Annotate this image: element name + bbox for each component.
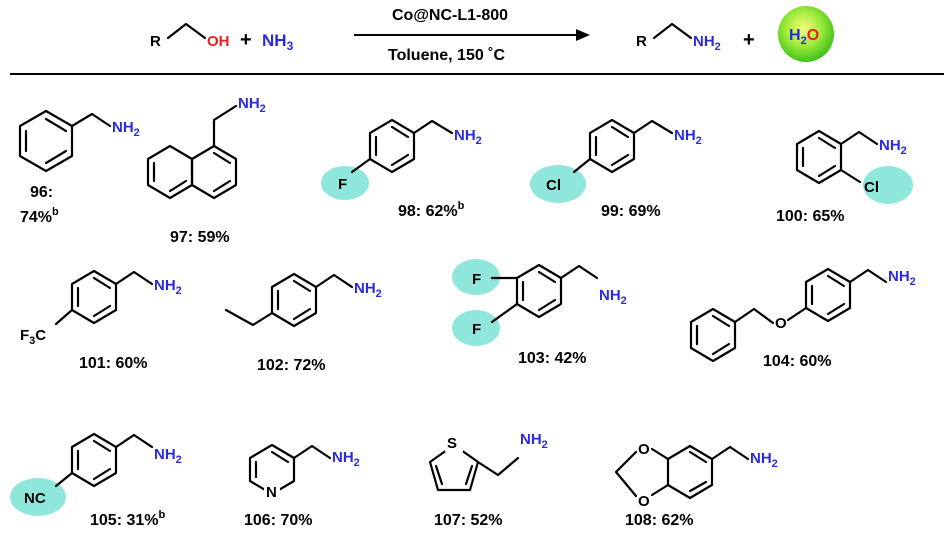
substituent-highlight (863, 166, 913, 204)
compound-96: NH2 96: 74%b (18, 109, 140, 226)
substituent-highlight-1 (452, 259, 500, 295)
benzyl-chain (733, 307, 775, 325)
compound-id-107: 107: 52% (434, 512, 503, 529)
amine-label: NH2 (599, 287, 627, 307)
fluorine-label-1: F (472, 271, 481, 288)
product-r-label: R (636, 33, 647, 50)
compound-id-108: 108: 62% (625, 512, 694, 529)
oxygen-label: O (775, 315, 787, 332)
product-chain (652, 22, 693, 40)
conditions-label: Toluene, 150 ˚C (388, 47, 506, 64)
product-nh2-label: NH2 (693, 33, 721, 53)
benzene-ring (18, 109, 74, 173)
substituent-highlight (530, 165, 586, 203)
dioxole-oxygen-label-2: O (638, 493, 650, 510)
reactant-r-label: R (150, 33, 161, 50)
substituent-highlight (10, 478, 66, 516)
catalyst-label: Co@NC-L1-800 (392, 7, 508, 24)
substituent-highlight (321, 166, 369, 200)
compound-id-102: 102: 72% (257, 357, 326, 374)
thiophene-ring (428, 443, 480, 492)
compound-104: NH2 O 104: 60% (689, 267, 916, 370)
compound-107: S NH2 107: 52% (428, 431, 548, 529)
reaction-header: R OH + NH3 Co@NC-L1-800 Toluene, 150 ˚C … (150, 6, 834, 64)
amine-label: NH2 (112, 119, 140, 139)
reactant-oh-label: OH (207, 33, 230, 50)
yield-96: 74%b (20, 206, 59, 226)
compound-103: F F NH2 103: 42% (452, 259, 627, 367)
substituent-highlight-2 (452, 310, 500, 346)
trifluoromethyl-label: F3C (20, 327, 46, 347)
amine-label: NH2 (238, 95, 266, 115)
pyridine-ring (248, 443, 296, 496)
compound-101: F3C NH2 101: 60% (20, 269, 182, 372)
fluorine-label: F (338, 176, 347, 193)
chlorine-label: Cl (546, 177, 561, 194)
amine-label: NH2 (888, 268, 916, 288)
compound-id-104: 104: 60% (763, 353, 832, 370)
amine-label: NH2 (332, 449, 360, 469)
compound-id-106: 106: 70% (244, 512, 313, 529)
ammonia-label: NH3 (262, 31, 294, 53)
compound-id-103: 103: 42% (518, 350, 587, 367)
benzene-ring-2 (689, 307, 737, 363)
compound-105: NC NH2 105: 31%b (10, 432, 182, 529)
compound-id-101: 101: 60% (79, 355, 148, 372)
reaction-arrow-head (576, 29, 590, 41)
water-sphere (778, 6, 834, 62)
compound-id-98: 98: 62%b (398, 200, 465, 220)
ether-bond (786, 306, 808, 322)
amine-label: NH2 (674, 127, 702, 147)
amine-label: NH2 (154, 446, 182, 466)
chlorine-label: Cl (864, 179, 879, 196)
compound-97: NH2 97: 59% (146, 95, 266, 246)
compound-id-105: 105: 31%b (90, 509, 166, 529)
compound-id-97: 97: 59% (170, 229, 230, 246)
compound-108: O O NH2 108: 62% (614, 441, 778, 529)
compound-id-99: 99: 69% (601, 203, 661, 220)
pyridine-nitrogen-label: N (266, 484, 277, 501)
plus-sign-2: + (743, 29, 755, 51)
fluorine-label-2: F (472, 321, 481, 338)
compound-id-100: 100: 65% (776, 208, 845, 225)
compound-100: NH2 Cl 100: 65% (776, 129, 913, 225)
compound-98: F NH2 98: 62%b (321, 118, 482, 220)
water-label: H2O (789, 27, 819, 47)
plus-sign-1: + (240, 29, 252, 51)
amine-label: NH2 (454, 127, 482, 147)
amine-label: NH2 (750, 450, 778, 470)
compound-102: NH2 102: 72% (224, 272, 382, 374)
methoxy-group (224, 308, 274, 327)
compound-99: Cl NH2 99: 69% (530, 118, 702, 220)
amine-label: NH2 (879, 137, 907, 157)
sulfur-label: S (447, 435, 457, 452)
amine-label: NH2 (354, 280, 382, 300)
methylenedioxy-bridge (614, 450, 638, 498)
reactant-chain (166, 22, 207, 40)
compound-id-96: 96: (30, 184, 53, 201)
nitrile-label: NC (24, 490, 46, 507)
compound-106: N NH2 106: 70% (244, 443, 360, 529)
amine-label: NH2 (154, 277, 182, 297)
amine-label: NH2 (520, 431, 548, 451)
dioxole-oxygen-label-1: O (638, 441, 650, 458)
